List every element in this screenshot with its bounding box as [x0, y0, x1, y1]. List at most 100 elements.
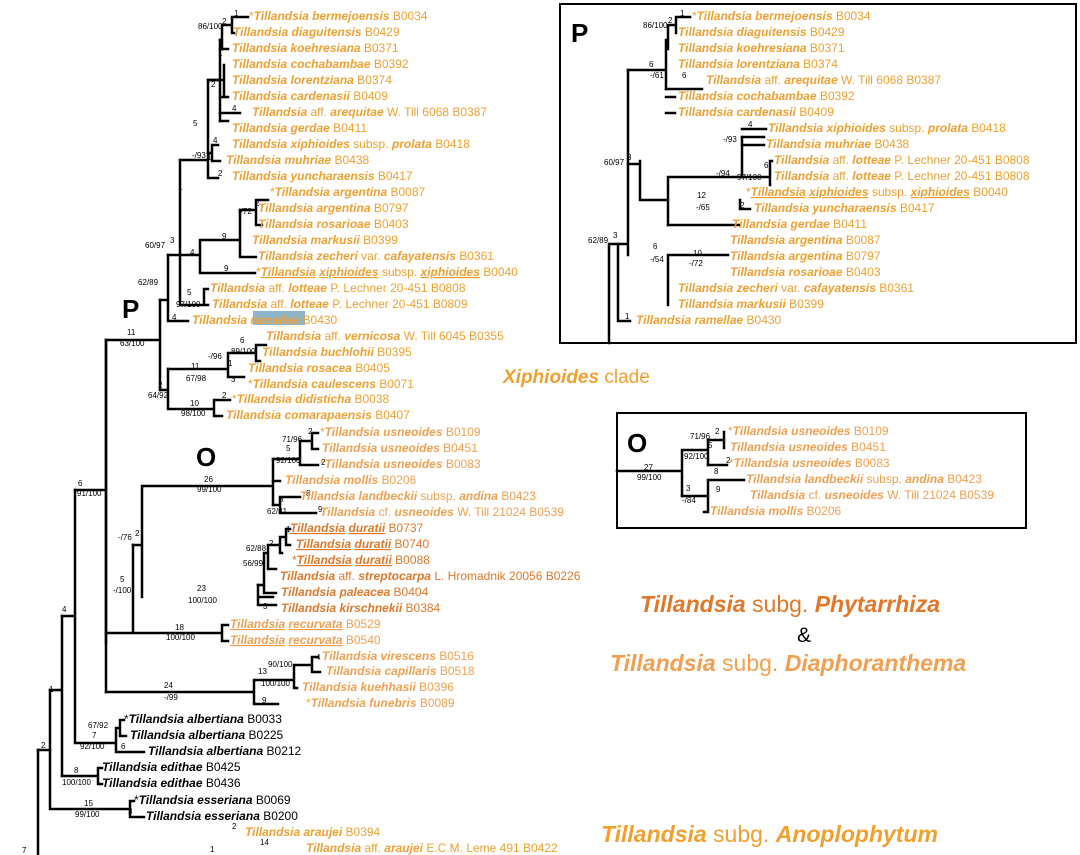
main-taxon-29: Tillandsia mollis B0206: [285, 473, 417, 487]
main-support-11: 1: [178, 183, 183, 192]
main-taxon-46: Tillandsia albertiana B0212: [148, 744, 302, 758]
inset-p-support-14: -/65: [696, 203, 710, 212]
main-support-34: 2: [222, 391, 227, 400]
clade-o-mark: O: [196, 442, 216, 472]
inset-p-support-1: 1: [680, 9, 685, 18]
inset-p-support-6: 3: [627, 153, 632, 162]
subgenus-anoplophytum-label: Tillandsia subg. Anoplophytum: [601, 821, 938, 847]
main-support-1: 1: [234, 9, 239, 18]
inset-p-taxon-16: Tillandsia rosarioae B0403: [730, 265, 881, 279]
main-support-48: 62/81: [267, 507, 288, 516]
main-support-38: 5: [286, 444, 291, 453]
inset-p-support-20: 10: [693, 249, 702, 258]
main-taxon-35: Tillandsia aff. streptocarpa L. Hromadni…: [280, 569, 581, 583]
main-taxon-32: Tillandsia duratii B0737: [290, 521, 424, 535]
main-support-74: 92/100: [80, 742, 105, 751]
inset-p-taxon-7: Tillandsia xiphioides subsp. prolata B04…: [768, 121, 1006, 135]
inset-o-support-4: 2: [726, 456, 731, 465]
main-support-18: 3: [170, 236, 175, 245]
main-support-69: -/99: [164, 693, 178, 702]
main-taxon-13: Tillandsia rosarioae B0403: [258, 217, 409, 231]
inset-o-support-2: 5: [708, 441, 713, 450]
inset-o-support-8: 3: [686, 484, 691, 493]
inset-p-mark: P: [571, 18, 588, 48]
main-support-63: 100/100: [166, 633, 195, 642]
main-support-59: 5: [120, 575, 125, 584]
main-support-85: 7: [22, 846, 27, 855]
main-support-80: 99/100: [75, 810, 100, 819]
main-support-84: 1: [210, 845, 215, 854]
inset-p-support-4: -/61: [650, 71, 664, 80]
main-support-71: 1: [49, 685, 54, 694]
main-taxon-31: Tillandsia cf. usneoides W. Till 21024 B…: [320, 505, 564, 519]
main-support-31: 3: [231, 375, 236, 384]
main-support-0: 86/100: [198, 22, 223, 31]
inset-p-taxon-5: Tillandsia cochabambae B0392: [678, 89, 855, 103]
main-taxon-22: Tillandsia rosacea B0405: [248, 361, 390, 375]
main-support-39: 2: [308, 427, 313, 436]
inset-p-support-19: -/54: [650, 255, 664, 264]
main-support-33: 64/92: [148, 391, 169, 400]
main-taxon-9: Tillandsia muhriae B0438: [226, 153, 370, 167]
main-support-57: 100/100: [188, 596, 217, 605]
inset-p-support-0: 86/100: [643, 21, 668, 30]
main-support-16: 9: [224, 264, 229, 273]
main-taxon-30: Tillandsia landbeckii subsp. andina B042…: [300, 489, 536, 503]
main-support-62: 18: [175, 623, 184, 632]
inset-p-taxon-2: Tillandsia koehresiana B0371: [678, 41, 845, 55]
main-support-76: 2: [41, 741, 46, 750]
main-tree-branches: [36, 15, 322, 855]
inset-p-support-15: 2: [740, 201, 745, 210]
inset-o-branches: [615, 430, 746, 514]
main-support-58: 3: [263, 602, 268, 611]
main-taxon-6: Tillandsia aff. arequitae W. Till 6068 B…: [252, 105, 487, 119]
inset-p-taxon-17: Tillandsia zecheri var. cafayatensis B03…: [678, 281, 914, 295]
main-support-14: 9: [222, 232, 227, 241]
inset-o-mark: O: [627, 428, 647, 458]
inset-p-taxon-1: Tillandsia diaguitensis B0429: [678, 25, 845, 39]
inset-o-taxon-0: *Tillandsia usneoides B0109: [728, 424, 889, 438]
main-taxon-39: Tillandsia recurvata B0540: [230, 633, 381, 647]
main-support-17: 60/97: [145, 241, 166, 250]
main-taxon-4: Tillandsia lorentziana B0374: [232, 73, 392, 87]
inset-p-support-18: 6: [653, 242, 658, 251]
main-support-36: 98/100: [181, 409, 206, 418]
main-support-68: 24: [164, 681, 173, 690]
main-support-65: 4: [316, 653, 321, 662]
inset-o-taxon-3: Tillandsia landbeckii subsp. andina B042…: [746, 472, 982, 486]
main-taxon-18: Tillandsia aff. lotteae P. Lechner 20-45…: [212, 297, 468, 311]
clade-p-mark: P: [122, 294, 139, 324]
main-taxon-26: *Tillandsia usneoides B0109: [320, 425, 481, 439]
main-taxon-24: *Tillandsia didisticha B0038: [232, 392, 390, 406]
main-taxon-52: Tillandsia aff. araujei E.C.M. Leme 491 …: [306, 841, 558, 855]
main-taxon-0: *Tillandsia bermejoensis B0034: [249, 9, 428, 23]
inset-p-taxon-labels: *Tillandsia bermejoensis B0034Tillandsia…: [636, 9, 1030, 327]
inset-o-box: [616, 412, 1027, 529]
inset-o-taxon-4: Tillandsia cf. usneoides W. Till 21024 B…: [750, 488, 994, 502]
main-taxon-11: *Tillandsia argentina B0087: [270, 185, 426, 199]
inset-p-taxon-4: Tillandsia aff. arequitae W. Till 6068 B…: [706, 73, 941, 87]
inset-p-support-5: 6: [682, 71, 687, 80]
ramellae-highlight: [253, 311, 305, 325]
xiphioides-clade-label: Xiphioides clade: [502, 367, 650, 388]
main-taxon-20: Tillandsia aff. vernicosa W. Till 6045 B…: [266, 329, 504, 343]
main-taxon-47: Tillandsia edithae B0425: [102, 760, 241, 774]
main-taxon-51: Tillandsia araujei B0394: [245, 825, 381, 839]
inset-o-support-9: -/84: [682, 496, 696, 505]
inset-p-taxon-8: Tillandsia muhriae B0438: [766, 137, 910, 151]
main-taxon-48: Tillandsia edithae B0436: [102, 776, 241, 790]
main-taxon-43: *Tillandsia funebris B0089: [306, 696, 455, 710]
main-support-30: 67/98: [186, 374, 207, 383]
main-taxon-25: Tillandsia comarapaensis B0407: [226, 408, 410, 422]
main-support-46: 8: [306, 489, 311, 498]
main-support-81: 3: [128, 807, 133, 816]
inset-p-support-11: -/94: [716, 169, 730, 178]
inset-o-support-1: 2: [715, 427, 720, 436]
main-taxon-21: Tillandsia buchlohii B0395: [262, 345, 412, 359]
inset-p-support-9: -/93: [723, 135, 737, 144]
inset-o-support-0: 71/96: [690, 432, 711, 441]
main-support-42: 26: [204, 475, 213, 484]
main-taxon-38: Tillandsia recurvata B0529: [230, 617, 381, 631]
